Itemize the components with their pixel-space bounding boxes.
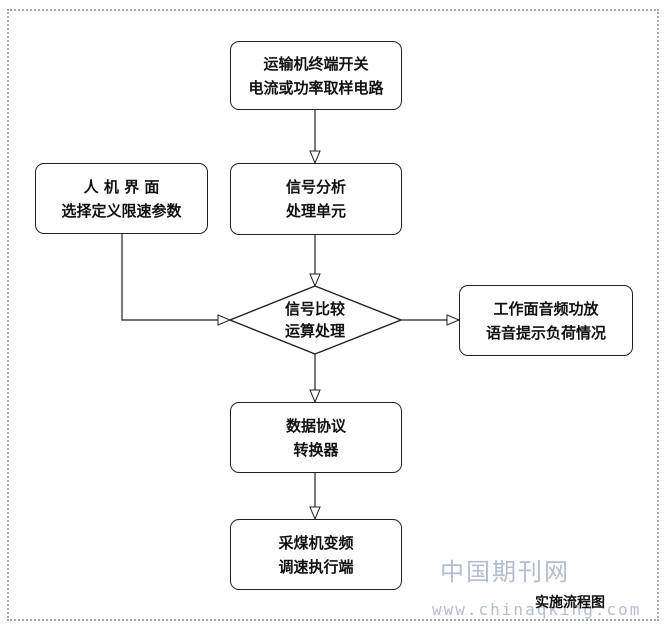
node-current-sampling-line1: 运输机终端开关 [263,54,369,73]
node-hmi-line1: 人 机 界 面 [83,177,160,196]
watermark-url: www.chinaqking.com [432,600,642,619]
node-signal-analysis: 信号分析 处理单元 [230,163,402,235]
node-hmi: 人 机 界 面 选择定义限速参数 [35,163,208,234]
node-signal-analysis-line1: 信号分析 [285,178,346,196]
node-vfd-executor: 采煤机变频 调速执行端 [230,519,402,590]
node-protocol-converter: 数据协议 转换器 [230,402,402,473]
node-hmi-line2: 选择定义限速参数 [61,201,182,220]
node-current-sampling: 运输机终端开关 电流或功率取样电路 [230,41,402,110]
watermark-logo: 中国期刊网 [440,558,570,586]
node-signal-compare-line2: 运算处理 [284,322,345,340]
node-vfd-executor-line2: 调速执行端 [278,557,354,576]
edge-hmi-to-compare [121,234,230,320]
node-vfd-executor-line1: 采煤机变频 [278,533,354,552]
decision-diamond-shape [228,285,403,355]
node-audio-prompt: 工作面音频功放 语音提示负荷情况 [459,285,633,356]
node-signal-compare: 信号比较 运算处理 [250,296,380,344]
node-signal-compare-line1: 信号比较 [284,300,345,318]
node-audio-prompt-line1: 工作面音频功放 [493,299,599,318]
diagram-frame [7,9,659,621]
node-audio-prompt-line2: 语音提示负荷情况 [485,323,606,342]
node-signal-analysis-line2: 处理单元 [285,202,346,220]
node-protocol-converter-line2: 转换器 [293,440,339,459]
node-current-sampling-line2: 电流或功率取样电路 [248,78,384,97]
diagram-caption: 实施流程图 [535,595,605,611]
node-protocol-converter-line1: 数据协议 [285,416,346,435]
